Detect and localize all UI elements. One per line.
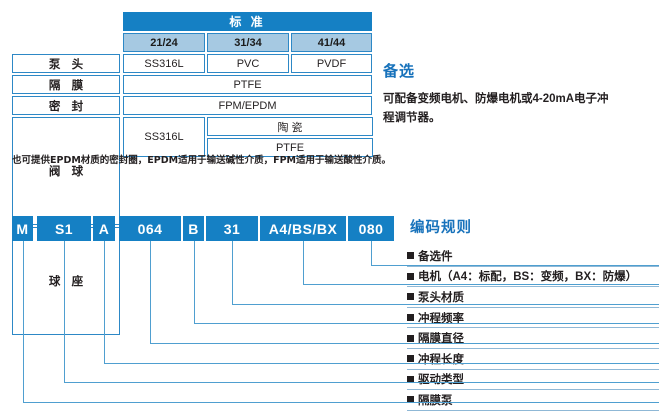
product-spec-page: 标 准 21/24 31/34 41/44 泵 头 SS316L PVC PVD… bbox=[12, 12, 659, 411]
code-box-6: A4/BS/BX bbox=[260, 216, 346, 241]
square-bullet-icon bbox=[407, 355, 414, 363]
rule-item-label: 隔膜直径 bbox=[418, 333, 464, 346]
cell-valve-ss316l: SS316L bbox=[123, 117, 205, 157]
table-footnote: 也可提供EPDM材质的密封圈，EPDM适用于输送碱性介质，FPM适用于输送酸性介… bbox=[12, 155, 391, 166]
code-box-4: B bbox=[183, 216, 204, 241]
table-sub-header-41-44: 41/44 bbox=[291, 33, 372, 52]
connector-horizontal-5 bbox=[104, 363, 659, 364]
optional-block: 备选 可配备变频电机、防爆电机或4-20mA电子冲程调节器。 bbox=[383, 60, 649, 128]
connector-vertical-6 bbox=[64, 241, 65, 382]
rule-item-label: 备选件 bbox=[418, 250, 453, 263]
connector-vertical-5 bbox=[104, 241, 105, 363]
rule-item-label: 驱动类型 bbox=[418, 374, 464, 387]
coding-rules-title: 编码规则 bbox=[410, 220, 472, 236]
row-label-diaphragm: 隔 膜 bbox=[12, 75, 120, 94]
rule-item-3: 冲程频率 bbox=[407, 308, 659, 329]
connector-vertical-7 bbox=[23, 241, 24, 402]
table-row: 密 封 FPM/EPDM bbox=[12, 96, 372, 117]
rule-item-5: 冲程长度 bbox=[407, 349, 659, 370]
table-sub-header-21-24: 21/24 bbox=[123, 33, 205, 52]
row-label-ball-seat: 球 座 bbox=[12, 227, 120, 335]
code-box-2: A bbox=[93, 216, 115, 241]
code-box-7: 080 bbox=[348, 216, 394, 241]
cell-seal-all: FPM/EPDM bbox=[123, 96, 372, 115]
connector-horizontal-3 bbox=[194, 323, 659, 324]
connector-horizontal-6 bbox=[64, 382, 659, 383]
materials-table-body: 泵 头 SS316L PVC PVDF 隔 膜 PTFE 密 封 FPM/EPD… bbox=[12, 54, 373, 337]
rule-item-2: 泵头材质 bbox=[407, 287, 659, 308]
row-label-seal: 密 封 bbox=[12, 96, 120, 115]
rule-item-label: 泵头材质 bbox=[418, 291, 464, 304]
rule-item-4: 隔膜直径 bbox=[407, 328, 659, 349]
cell-diaphragm-all: PTFE bbox=[123, 75, 372, 94]
connector-vertical-1 bbox=[303, 241, 304, 284]
connector-horizontal-7 bbox=[23, 402, 659, 403]
optional-title: 备选 bbox=[383, 63, 416, 80]
cell-pump-head-21-24: SS316L bbox=[123, 54, 205, 73]
code-box-1: S1 bbox=[37, 216, 91, 241]
rule-item-7: 隔膜泵 bbox=[407, 390, 659, 411]
table-sub-header-31-34: 31/34 bbox=[207, 33, 289, 52]
connector-horizontal-2 bbox=[232, 304, 659, 305]
cell-pump-head-31-34: PVC bbox=[207, 54, 289, 73]
square-bullet-icon bbox=[407, 272, 414, 280]
table-sub-header-row: 21/24 31/34 41/44 bbox=[123, 33, 372, 52]
rule-item-0: 备选件 bbox=[407, 246, 659, 267]
rule-item-label: 电机（A4：标配，BS：变频，BX：防爆） bbox=[418, 271, 638, 284]
valve-right-stack: 陶 瓷 PTFE bbox=[207, 117, 373, 337]
connector-vertical-2 bbox=[232, 241, 233, 304]
rule-item-label: 冲程频率 bbox=[418, 312, 464, 325]
square-bullet-icon bbox=[407, 293, 414, 301]
cell-ball-seat-ptfe: PTFE bbox=[207, 138, 373, 157]
code-box-3: 064 bbox=[119, 216, 181, 241]
optional-text: 可配备变频电机、防爆电机或4-20mA电子冲程调节器。 bbox=[383, 93, 609, 124]
coding-rules-list: 备选件电机（A4：标配，BS：变频，BX：防爆） 泵头材质冲程频率隔膜直径冲程长度… bbox=[407, 246, 659, 411]
connector-horizontal-0 bbox=[371, 265, 659, 266]
connector-vertical-3 bbox=[194, 241, 195, 323]
connector-horizontal-1 bbox=[303, 284, 659, 285]
table-row: 隔 膜 PTFE bbox=[12, 75, 372, 96]
row-label-valve-ball: 阀 球 bbox=[12, 117, 120, 225]
connector-horizontal-4 bbox=[150, 343, 659, 344]
connector-vertical-0 bbox=[371, 241, 372, 265]
table-row-group-valve: 阀 球 球 座 SS316L 陶 瓷 PTFE bbox=[12, 117, 373, 337]
rule-item-label: 冲程长度 bbox=[418, 353, 464, 366]
cell-pump-head-41-44: PVDF bbox=[291, 54, 372, 73]
connector-vertical-4 bbox=[150, 241, 151, 343]
table-row: 泵 头 SS316L PVC PVDF bbox=[12, 54, 372, 75]
square-bullet-icon bbox=[407, 252, 414, 260]
rule-item-6: 驱动类型 bbox=[407, 370, 659, 391]
cell-valve-ceramic: 陶 瓷 bbox=[207, 117, 373, 136]
table-main-header: 标 准 bbox=[123, 12, 372, 31]
square-bullet-icon bbox=[407, 375, 414, 383]
square-bullet-icon bbox=[407, 334, 414, 342]
code-box-5: 31 bbox=[206, 216, 258, 241]
code-box-0: M bbox=[12, 216, 33, 241]
rule-item-1: 电机（A4：标配，BS：变频，BX：防爆） bbox=[407, 267, 659, 288]
square-bullet-icon bbox=[407, 314, 414, 322]
row-label-pump-head: 泵 头 bbox=[12, 54, 120, 73]
